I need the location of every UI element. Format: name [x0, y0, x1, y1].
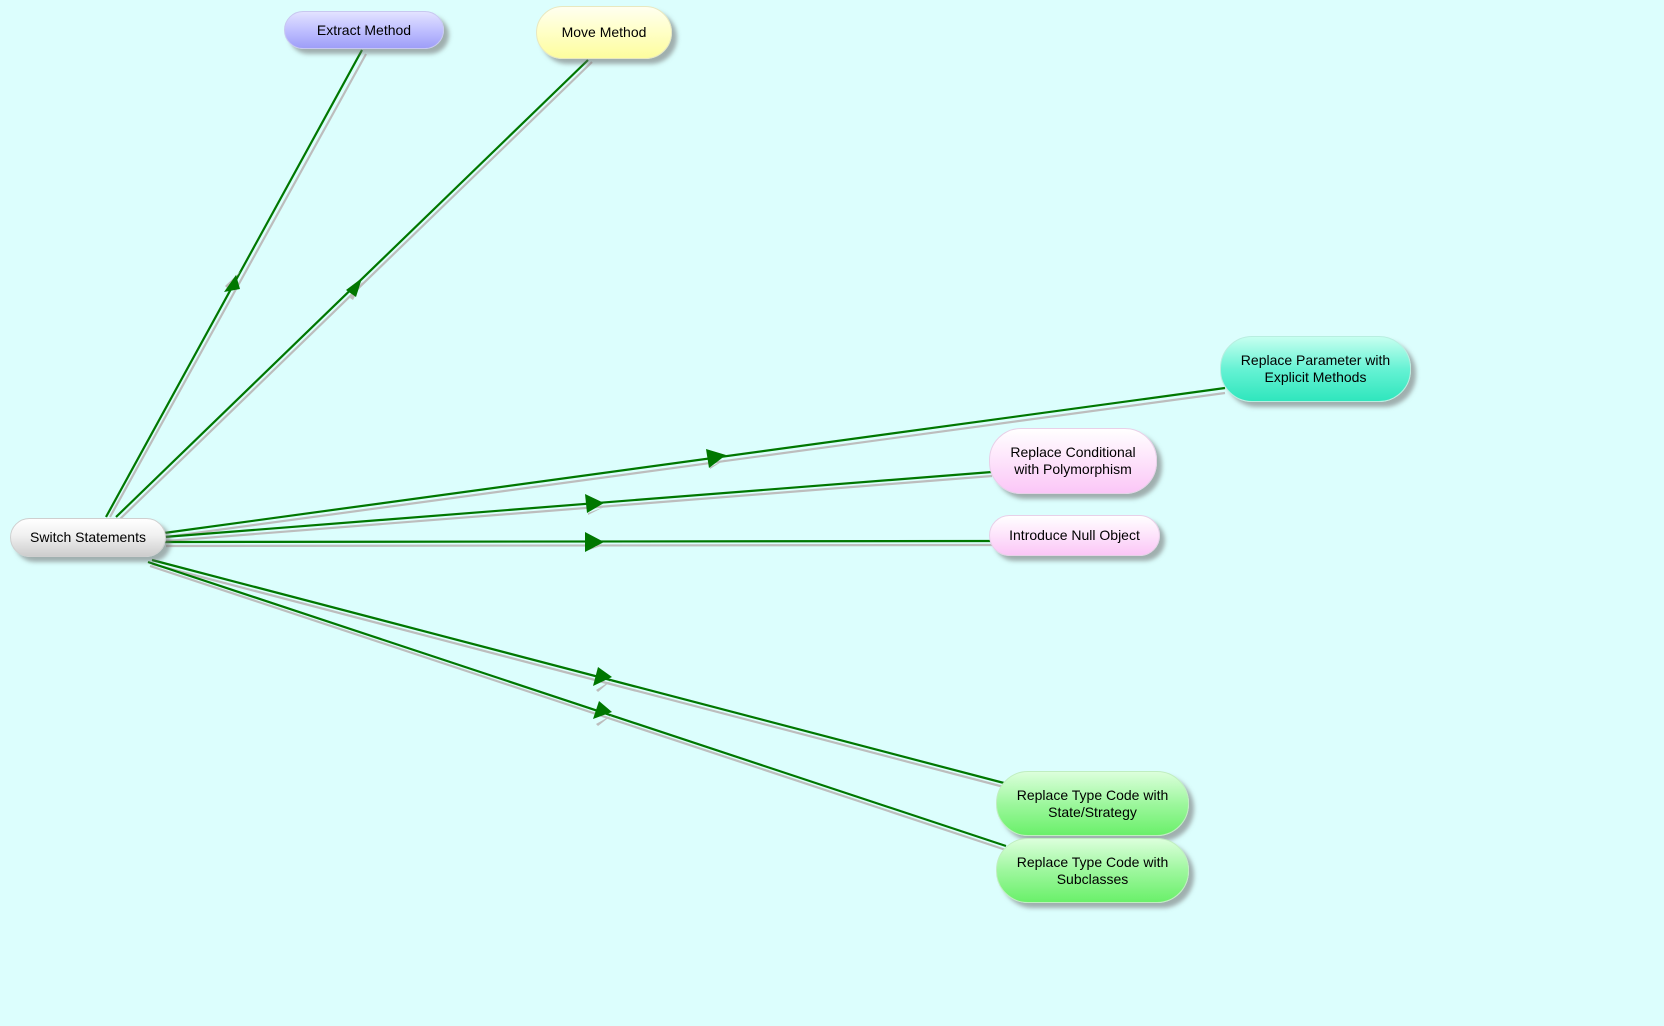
arrowhead [596, 680, 612, 692]
edge-to-introduce-null-object [163, 532, 993, 552]
node-label-line-2: with Polymorphism [1014, 461, 1132, 477]
node-replace-conditional-with-polymorphism[interactable]: Replace Conditional with Polymorphism [989, 428, 1157, 494]
arrowhead [593, 667, 612, 686]
edge-to-replace-parameter [163, 386, 1226, 539]
node-label-line-2: Subclasses [1056, 870, 1129, 887]
node-replace-type-code-with-state-strategy[interactable]: Replace Type Code with State/Strategy [996, 771, 1189, 836]
node-extract-method[interactable]: Extract Method [284, 11, 444, 49]
arrowhead [346, 278, 362, 297]
arrowhead [588, 507, 604, 515]
node-replace-parameter-with-explicit-methods[interactable]: Replace Parameter with Explicit Methods [1220, 336, 1411, 402]
node-label: Switch Statements [30, 529, 146, 545]
node-label: Introduce Null Object [1009, 527, 1140, 543]
node-replace-type-code-with-subclasses[interactable]: Replace Type Code with Subclasses [996, 838, 1189, 903]
node-label-line-1: Replace Conditional [1010, 444, 1136, 460]
arrowhead [586, 545, 604, 551]
arrowhead [710, 459, 726, 469]
node-label-line-2: Explicit Methods [1264, 369, 1367, 385]
edge-to-replace-type-code-subclasses [147, 560, 1007, 852]
edge-to-replace-conditional [163, 470, 993, 543]
arrowhead [596, 715, 612, 726]
edge-to-replace-type-code-state [151, 558, 1005, 789]
arrowhead [585, 494, 604, 513]
arrowhead [224, 275, 240, 292]
node-label-line-2: State/Strategy [1048, 803, 1137, 820]
node-move-method[interactable]: Move Method [536, 6, 672, 59]
edge-to-move-method [115, 59, 593, 520]
node-label-line-1: Replace Type Code with [1016, 853, 1169, 870]
arrowhead [593, 701, 612, 719]
arrowhead [585, 532, 604, 552]
node-label: Extract Method [316, 21, 412, 38]
arrowhead [706, 449, 726, 468]
node-label-line-1: Replace Parameter with [1240, 352, 1391, 368]
node-introduce-null-object[interactable]: Introduce Null Object [989, 515, 1160, 556]
node-label: Move Method [561, 24, 647, 40]
edge-to-extract-method [105, 49, 367, 518]
node-switch-statements[interactable]: Switch Statements [10, 518, 166, 557]
node-label-line-1: Replace Type Code with [1016, 786, 1169, 803]
